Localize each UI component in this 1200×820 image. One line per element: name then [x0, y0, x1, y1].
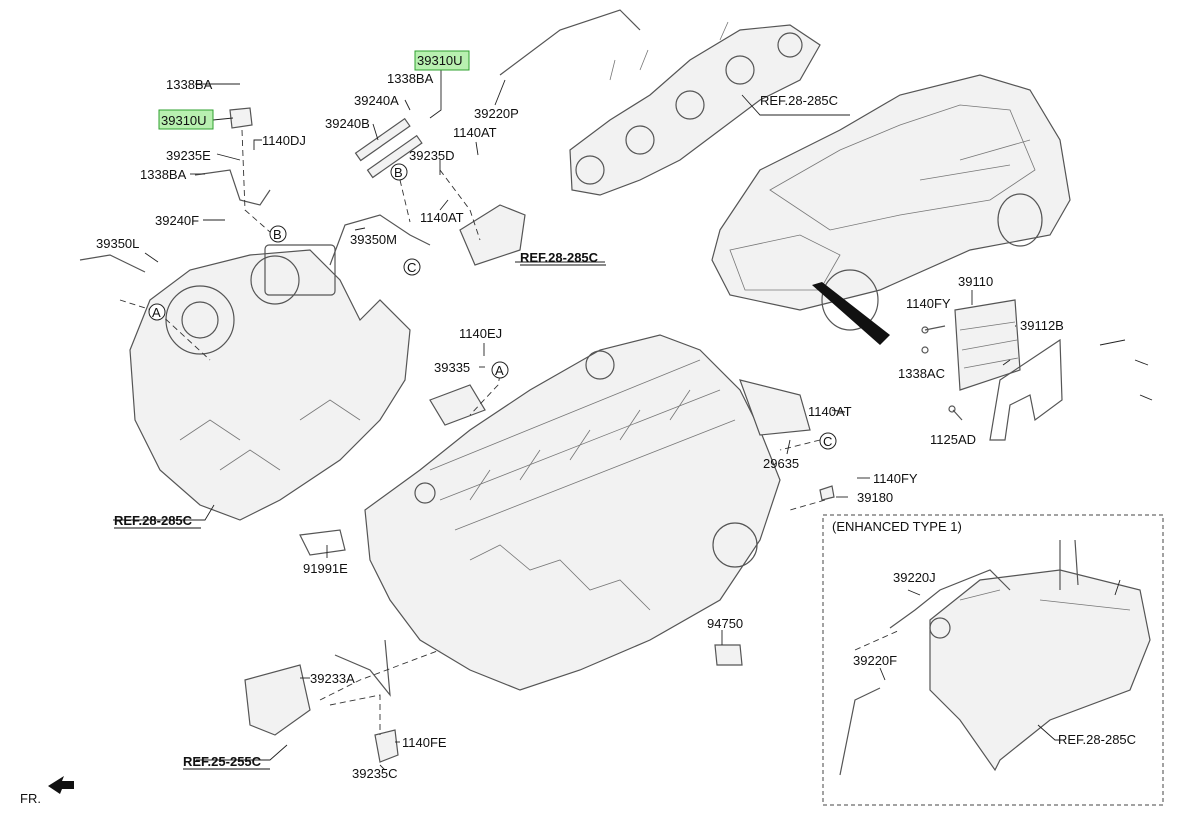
ref-label[interactable]: REF.28-285C — [1058, 732, 1136, 747]
callout-c: C — [407, 260, 416, 275]
part-label-1338BA: 1338BA — [140, 167, 187, 182]
dpf-catalyst — [929, 539, 1151, 772]
part-label-1140FY: 1140FY — [906, 296, 951, 311]
part-label-39335: 39335 — [434, 360, 470, 375]
highlight-39310U-left — [158, 109, 214, 130]
part-label-39350L: 39350L — [96, 236, 139, 251]
part-label-1140FE: 1140FE — [402, 735, 447, 750]
part-label-1140EJ: 1140EJ — [459, 326, 502, 341]
leader-lines — [144, 70, 1153, 771]
part-label-39220J: 39220J — [893, 570, 936, 585]
part-label-39220P: 39220P — [474, 106, 519, 121]
part-label-1140DJ: 1140DJ — [262, 133, 306, 148]
callout-a: A — [152, 305, 161, 320]
part-label-39240F: 39240F — [155, 213, 199, 228]
part-label-39110: 39110 — [958, 274, 993, 289]
part-label-39350M: 39350M — [350, 232, 397, 247]
part-label-1338AC: 1338AC — [898, 366, 945, 381]
part-label-29635: 29635 — [763, 456, 799, 471]
part-label-1140AT: 1140AT — [808, 404, 852, 419]
part-label-39180: 39180 — [857, 490, 893, 505]
callout-a: A — [495, 363, 504, 378]
sensor-wires — [79, 9, 1011, 776]
part-label-39112B: 39112B — [1020, 318, 1064, 333]
exhaust-manifold-top — [569, 21, 821, 196]
part-label-39220F: 39220F — [853, 653, 897, 668]
callout-b: B — [273, 227, 282, 242]
callout-b: B — [394, 165, 403, 180]
part-label-39310U: 39310U — [161, 113, 207, 128]
front-direction-arrow-icon — [48, 776, 74, 794]
highlight-39310U-top — [414, 50, 470, 71]
part-label-39235C: 39235C — [352, 766, 398, 781]
part-label-1140AT: 1140AT — [420, 210, 464, 225]
part-label-39240B: 39240B — [325, 116, 370, 131]
ref-label[interactable]: REF.25-255C — [183, 754, 262, 769]
part-label-1140FY: 1140FY — [873, 471, 918, 486]
ref-label[interactable]: REF.28-285C — [520, 250, 599, 265]
part-label-39310U: 39310U — [417, 53, 463, 68]
part-label-39235D: 39235D — [409, 148, 455, 163]
part-label-91991E: 91991E — [303, 561, 348, 576]
ecu-module — [954, 299, 1021, 391]
enhanced-type-box — [822, 514, 1164, 806]
ecu-bracket — [989, 338, 1063, 441]
engine-block — [364, 334, 781, 691]
part-label-1125AD: 1125AD — [930, 432, 976, 447]
part-label-39240A: 39240A — [354, 93, 399, 108]
suv-vehicle-icon — [711, 74, 1071, 345]
part-label-1140AT: 1140AT — [453, 125, 497, 140]
part-label-94750: 94750 — [707, 616, 743, 631]
turbocharger-assembly — [129, 244, 411, 521]
ref-label[interactable]: REF.28-285C — [760, 93, 838, 108]
callout-c: C — [823, 434, 832, 449]
part-label-1338BA: 1338BA — [387, 71, 434, 86]
part-label-39233A: 39233A — [310, 671, 355, 686]
front-marker-label: FR. — [20, 791, 41, 806]
part-label-1338BA: 1338BA — [166, 77, 213, 92]
small-parts-left — [194, 107, 835, 763]
part-label-39235E: 39235E — [166, 148, 211, 163]
enhanced-type-title: (ENHANCED TYPE 1) — [832, 519, 962, 534]
ref-label[interactable]: REF.28-285C — [114, 513, 193, 528]
